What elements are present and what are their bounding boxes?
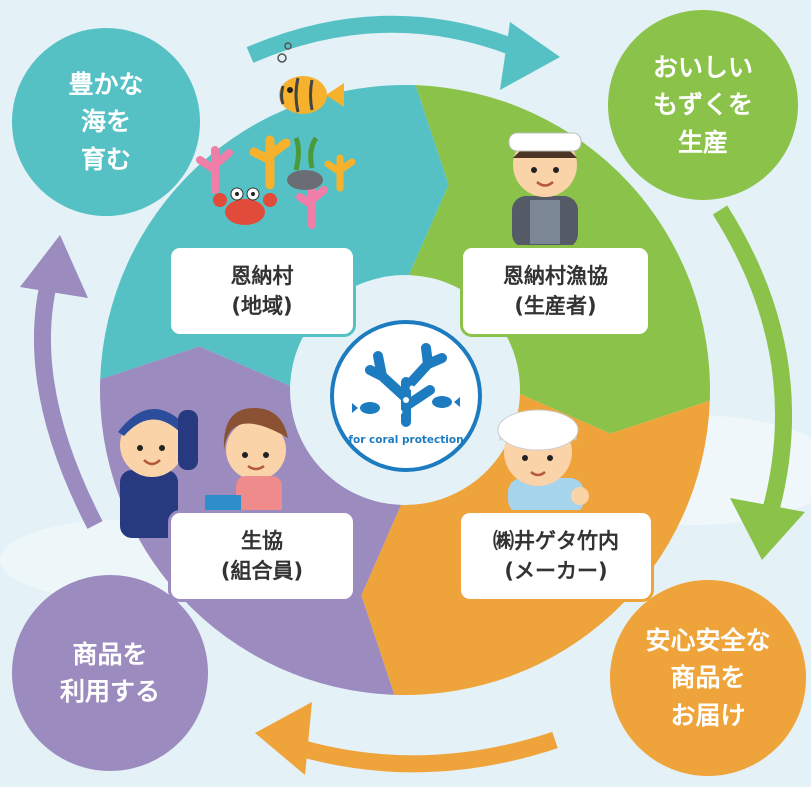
arrow-right-head [730,498,805,560]
factory-worker-icon [497,409,589,514]
actor-village-name: 恩納村 [230,263,294,288]
fish-icon [277,42,344,114]
coral-icon [196,135,356,229]
actor-coop: 生協 (組合員) [168,510,356,602]
coral-logo-icon [352,343,460,427]
actor-maker-name: ㈱井ゲタ竹内 [493,528,619,553]
arrow-top [246,15,529,63]
fisherman-icon [508,132,582,248]
actor-village: 恩納村 (地域) [168,245,356,337]
actor-coop-name: 生協 [241,528,283,553]
actor-fishery-name: 恩納村漁協 [503,263,608,288]
corner-use: 商品を 利用する [12,575,208,771]
arrow-left [33,267,103,529]
corner-produce-label: おいしい もずくを 生産 [652,52,753,157]
actor-fishery: 恩納村漁協 (生産者) [460,245,651,337]
corner-produce: おいしい もずくを 生産 [608,10,798,200]
corner-deliver-label: 安心安全な 商品を お届け [645,625,771,730]
corner-deliver: 安心安全な 商品を お届け [610,580,806,776]
actor-coop-role: (組合員) [220,559,304,583]
corner-sea: 豊かな 海を 育む [12,28,200,216]
actor-fishery-role: (生産者) [514,294,597,318]
arrow-right [712,205,793,523]
corner-sea-label: 豊かな 海を 育む [68,69,144,174]
arrow-bottom [287,731,558,773]
crab-icon [213,187,277,225]
corner-use-label: 商品を 利用する [59,639,160,707]
coral-protection-logo: for coral protection [330,320,482,472]
actor-maker: ㈱井ゲタ竹内 (メーカー) [458,510,654,602]
arrow-bottom-head [255,702,312,775]
logo-label: for coral protection [348,434,464,446]
actor-maker-role: (メーカー) [504,559,608,583]
arrow-left-head [20,235,88,298]
arrow-top-head [500,22,560,90]
actor-village-role: (地域) [231,294,293,318]
